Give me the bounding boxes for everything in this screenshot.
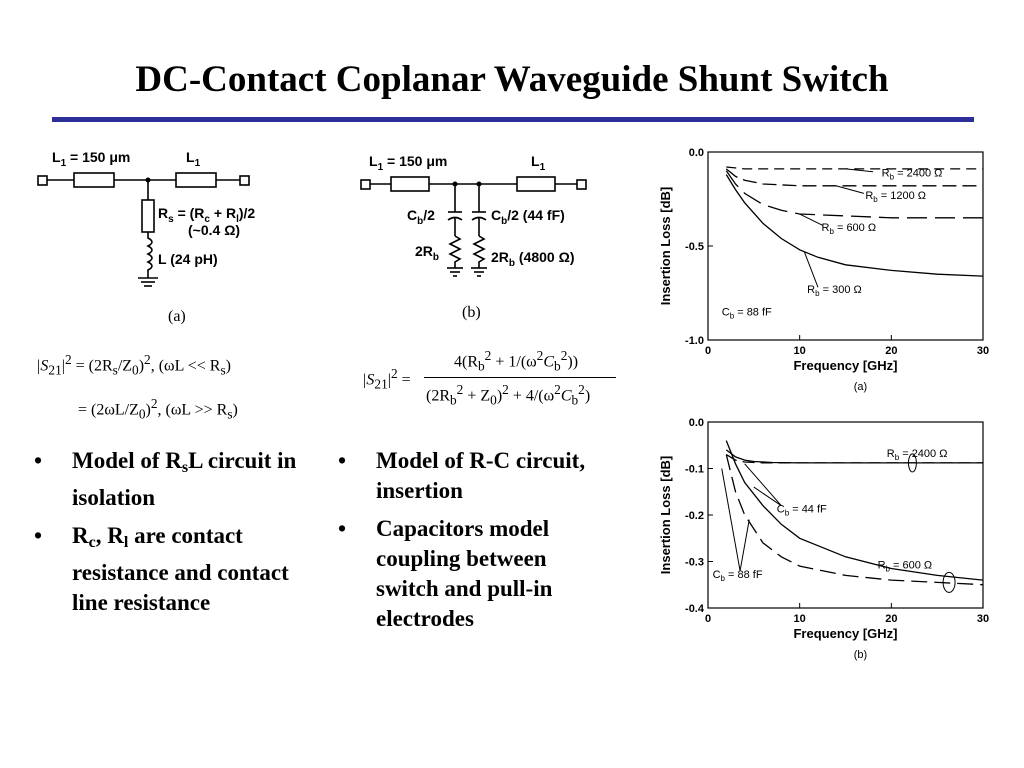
a-rs-value: (~0.4 Ω) xyxy=(188,222,240,238)
b-l1-left: L xyxy=(369,153,378,169)
port-left xyxy=(360,179,371,190)
y-tick-label: -0.5 xyxy=(685,241,704,253)
y-tick-label: -0.3 xyxy=(685,557,704,569)
bullet-item: Model of RsL circuit in isolation xyxy=(28,446,320,513)
svg-text:2Rb: 2Rb xyxy=(415,243,439,263)
a-l1-right: L xyxy=(186,149,195,165)
b-cb-right: C xyxy=(491,207,501,223)
highlight-ellipse xyxy=(942,571,956,593)
series-line xyxy=(725,454,983,464)
leader-line xyxy=(739,519,750,571)
slide-title: DC-Contact Coplanar Waveguide Shunt Swit… xyxy=(135,59,889,100)
a-l-label: L (24 pH) xyxy=(158,251,218,267)
label-rb-2400: Rb = 2400 Ω xyxy=(882,167,943,181)
rs-resistor xyxy=(141,199,155,233)
plot-caption: (b) xyxy=(854,649,867,661)
label-cb-88: Cb = 88 fF xyxy=(713,569,763,583)
bullet-item: Capacitors model coupling between switch… xyxy=(332,514,612,634)
x-tick-label: 0 xyxy=(705,345,711,357)
title-divider xyxy=(52,117,974,122)
annotation-cb: Cb = 88 fF xyxy=(722,307,772,321)
svg-text:L1 = 150 μm: L1 = 150 μm xyxy=(52,149,130,169)
equation-a-line1: |S21|2 = (2Rs/Z0)2, (ωL << Rs) xyxy=(36,352,231,378)
svg-text:L1 = 150 μm: L1 = 150 μm xyxy=(369,153,447,173)
b-cb-left: C xyxy=(407,207,417,223)
svg-text:L1: L1 xyxy=(186,149,201,169)
x-tick-label: 30 xyxy=(977,613,989,625)
x-tick-label: 10 xyxy=(794,345,806,357)
circuit-b-caption: (b) xyxy=(462,304,481,321)
label-cb-44: Cb = 44 fF xyxy=(777,504,827,518)
leader-line xyxy=(799,213,823,226)
leader-line xyxy=(803,251,819,288)
label-rb-300: Rb = 300 Ω xyxy=(807,284,862,298)
l1-right-resistor xyxy=(175,172,217,188)
svg-text:Cb/2: Cb/2 xyxy=(407,207,435,227)
circuit-a-caption: (a) xyxy=(168,308,186,325)
series-line xyxy=(725,170,983,219)
y-axis-label: Insertion Loss [dB] xyxy=(658,187,673,305)
equation-b-denominator: (2Rb2 + Z0)2 + 4/(ω2Cb2) xyxy=(426,382,591,408)
x-tick-label: 20 xyxy=(885,613,897,625)
svg-text:Rs = (Rc + Rl)/2: Rs = (Rc + Rl)/2 xyxy=(158,205,255,225)
x-tick-label: 30 xyxy=(977,345,989,357)
port-right xyxy=(239,175,250,186)
circuit-a: L1 = 150 μm L1 Rs = (Rc + Rl)/2 (~0.4 Ω)… xyxy=(37,149,255,287)
l1-right-resistor xyxy=(516,176,556,192)
series-line xyxy=(726,166,983,170)
svg-text:L1: L1 xyxy=(531,153,546,173)
y-tick-label: -0.1 xyxy=(685,464,704,476)
a-l1-left: L xyxy=(52,149,61,165)
y-tick-label: 0.0 xyxy=(689,147,704,159)
label-rb-1200: Rb = 1200 Ω xyxy=(865,190,926,204)
label-rb-2400: Rb = 2400 Ω xyxy=(887,448,948,462)
series-line xyxy=(725,174,984,277)
leader-line xyxy=(836,185,864,194)
leader-line xyxy=(845,168,874,173)
y-tick-label: -0.2 xyxy=(685,510,704,522)
y-tick-label: -0.4 xyxy=(685,603,705,615)
bullets-right: Model of R-C circuit, insertion Capacito… xyxy=(332,446,612,642)
leader-line xyxy=(721,468,741,571)
x-tick-label: 20 xyxy=(885,345,897,357)
x-axis-label: Frequency [GHz] xyxy=(793,358,897,373)
y-axis-label: Insertion Loss [dB] xyxy=(658,456,673,574)
b-rb-left: 2R xyxy=(415,243,433,259)
series-line xyxy=(725,454,984,586)
l1-left-resistor xyxy=(390,176,430,192)
b-l1-right: L xyxy=(531,153,540,169)
equation-a-line2: = (2ωL/Z0)2, (ωL >> Rs) xyxy=(78,396,238,422)
equation-b-numerator: 4(Rb2 + 1/(ω2Cb2)) xyxy=(454,348,579,374)
plot-caption: (a) xyxy=(854,381,867,393)
series-line xyxy=(725,440,984,581)
leader-line xyxy=(744,463,782,507)
bullet-item: Model of R-C circuit, insertion xyxy=(332,446,612,506)
l-inductor xyxy=(146,232,153,278)
bullet-item: Rc, Rl are contact resistance and contac… xyxy=(28,521,320,618)
bullets-left: Model of RsL circuit in isolation Rc, Rl… xyxy=(28,446,320,626)
circuit-b: L1 = 150 μm L1 Cb/2 Cb/2 (44 fF) 2Rb 2Rb… xyxy=(360,153,587,277)
x-tick-label: 10 xyxy=(794,613,806,625)
label-rb-600: Rb = 600 Ω xyxy=(822,222,877,236)
port-left xyxy=(37,175,48,186)
highlight-ellipse xyxy=(907,453,917,473)
x-tick-label: 0 xyxy=(705,613,711,625)
a-rs-label: R xyxy=(158,205,168,221)
leader-line xyxy=(753,486,782,507)
port-right xyxy=(576,179,587,190)
series-line xyxy=(725,168,983,187)
l1-left-resistor xyxy=(73,172,115,188)
label-rb-600: Rb = 600 Ω xyxy=(878,559,933,573)
svg-text:Cb/2 (44 fF): Cb/2 (44 fF) xyxy=(491,207,565,227)
x-axis-label: Frequency [GHz] xyxy=(793,626,897,641)
equation-b: |S21|2 = 4(Rb2 + 1/(ω2Cb2)) (2Rb2 + Z0)2… xyxy=(362,348,622,412)
b-rb-right: 2R xyxy=(491,249,509,265)
y-tick-label: 0.0 xyxy=(689,417,704,429)
y-tick-label: -1.0 xyxy=(685,335,704,347)
svg-text:2Rb (4800 Ω): 2Rb (4800 Ω) xyxy=(491,249,575,269)
